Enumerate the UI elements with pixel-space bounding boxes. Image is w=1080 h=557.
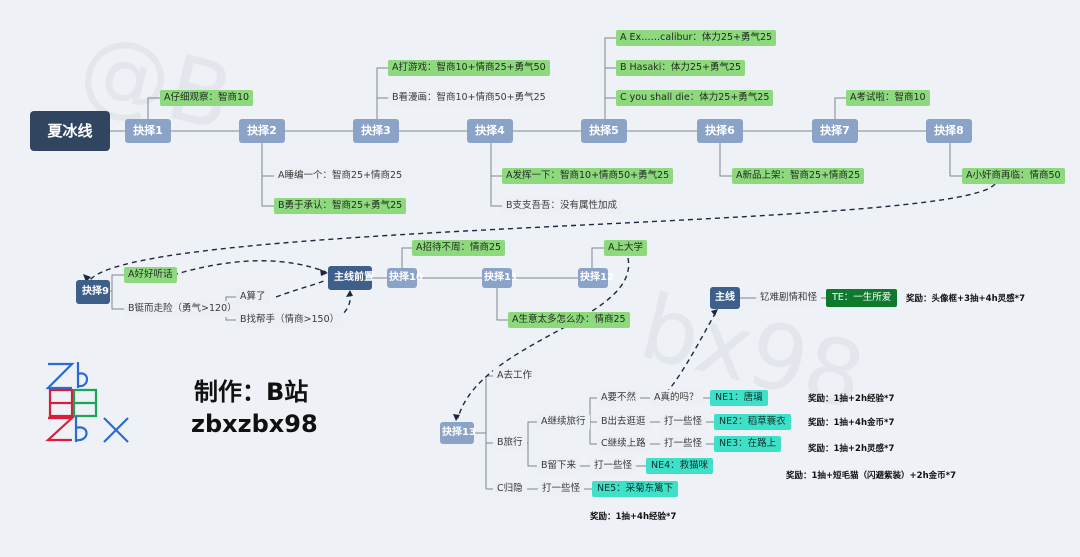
choice-6: 抉择6 <box>697 119 743 143</box>
mainline-prereq: 主线前置 <box>328 266 374 290</box>
option-b1-a-1: A真的吗？ <box>650 390 703 406</box>
choice-13: 抉择13 <box>440 422 476 444</box>
reward-5: 奖励：1抽+4h经验*7 <box>590 512 677 522</box>
reward-4: 奖励：1抽+短毛猫（闪避紫装）+2h金币*7 <box>786 471 956 481</box>
choice-3: 抉择3 <box>353 119 399 143</box>
choice-8: 抉择8 <box>926 119 972 143</box>
reward-3: 奖励：1抽+2h灵感*7 <box>808 444 895 454</box>
true-ending-badge: TE：一生所爱 <box>826 289 898 307</box>
option-c13-c: C归隐 <box>493 481 527 497</box>
option-b1-b: B出去逛逛 <box>597 414 650 430</box>
option-c1-a: A仔细观察：智商10 <box>160 90 254 106</box>
option-b-stay: B留下来 <box>537 458 581 474</box>
choice-10: 抉择10 <box>387 268 423 288</box>
credit-title: 制作：B站 <box>194 378 309 406</box>
option-c7-a: A考试啦：智商10 <box>846 90 930 106</box>
reward-1: 奖励：1抽+2h经验*7 <box>808 394 895 404</box>
choice-1: 抉择1 <box>125 119 171 143</box>
ending-ne1: NE1：唐璃 <box>710 390 768 406</box>
option-c8-a: A小奸商再临：情商50 <box>962 168 1065 184</box>
mainline-node: 主线 <box>710 287 740 309</box>
option-c2-b: B勇于承认：智商25+勇气25 <box>274 198 407 214</box>
choice-9: 抉择9 <box>76 280 110 304</box>
ending-ne2: NE2：稻草蓑衣 <box>714 414 791 430</box>
option-c5-a: A Ex……calibur：体力25+勇气25 <box>616 30 777 46</box>
option-c2-a: A睡编一个：智商25+情商25 <box>274 168 407 184</box>
option-c12-a: A上大学 <box>604 240 647 256</box>
ending-ne5: NE5：采菊东篱下 <box>592 481 679 497</box>
zbx-logo <box>45 362 129 443</box>
option-c13-a: A去工作 <box>493 368 536 384</box>
option-b1-a: A要不然 <box>597 390 640 406</box>
choice-5: 抉择5 <box>581 119 627 143</box>
option-c6-a: A新品上架：智商25+情商25 <box>732 168 865 184</box>
option-c10-a: A招待不周：情商25 <box>412 240 506 256</box>
option-c13-b: B旅行 <box>493 435 527 451</box>
option-c5-c: C you shall die：体力25+勇气25 <box>616 90 774 106</box>
option-c9-b: B铤而走险（勇气>120） <box>124 301 241 317</box>
option-c5-b: B Hasaki：体力25+勇气25 <box>616 60 746 76</box>
root-node: 夏冰线 <box>30 111 110 151</box>
fight-label-3: 打一些怪 <box>590 458 637 474</box>
mainline-reward: 奖励：头像框+3抽+4h灵感*7 <box>906 294 1025 304</box>
option-c4-b: B支支吾吾：没有属性加成 <box>502 198 622 214</box>
choice-7: 抉择7 <box>812 119 858 143</box>
credit-handle: zbxzbx98 <box>191 410 318 438</box>
option-c3-a: A打游戏：智商10+情商25+勇气50 <box>388 60 550 76</box>
ending-ne3: NE3：在路上 <box>714 436 782 452</box>
choice-2: 抉择2 <box>239 119 285 143</box>
option-c3-b: B看漫画：智商10+情商50+勇气25 <box>388 90 550 106</box>
option-b-continue: A继续旅行 <box>537 414 590 430</box>
choice-4: 抉择4 <box>467 119 513 143</box>
choice-12: 抉择12 <box>578 268 614 288</box>
fight-label-4: 打一些怪 <box>538 481 585 497</box>
option-c9-b-2: B找帮手（情商>150） <box>236 312 344 328</box>
fight-label-1: 打一些怪 <box>660 414 707 430</box>
option-c4-a: A发挥一下：智商10+情商50+勇气25 <box>502 168 674 184</box>
option-c11-a: A生意太多怎么办：情商25 <box>508 312 630 328</box>
option-b1-c: C继续上路 <box>597 436 650 452</box>
option-c9-a: A好好听话 <box>124 267 177 283</box>
ending-ne4: NE4：救猫咪 <box>646 458 714 474</box>
mainline-route: 钇难剧情和怪 <box>756 290 822 306</box>
reward-2: 奖励：1抽+4h金币*7 <box>808 418 895 428</box>
choice-11: 抉择11 <box>482 268 518 288</box>
option-c9-b-1: A算了 <box>236 289 270 305</box>
fight-label-2: 打一些怪 <box>660 436 707 452</box>
